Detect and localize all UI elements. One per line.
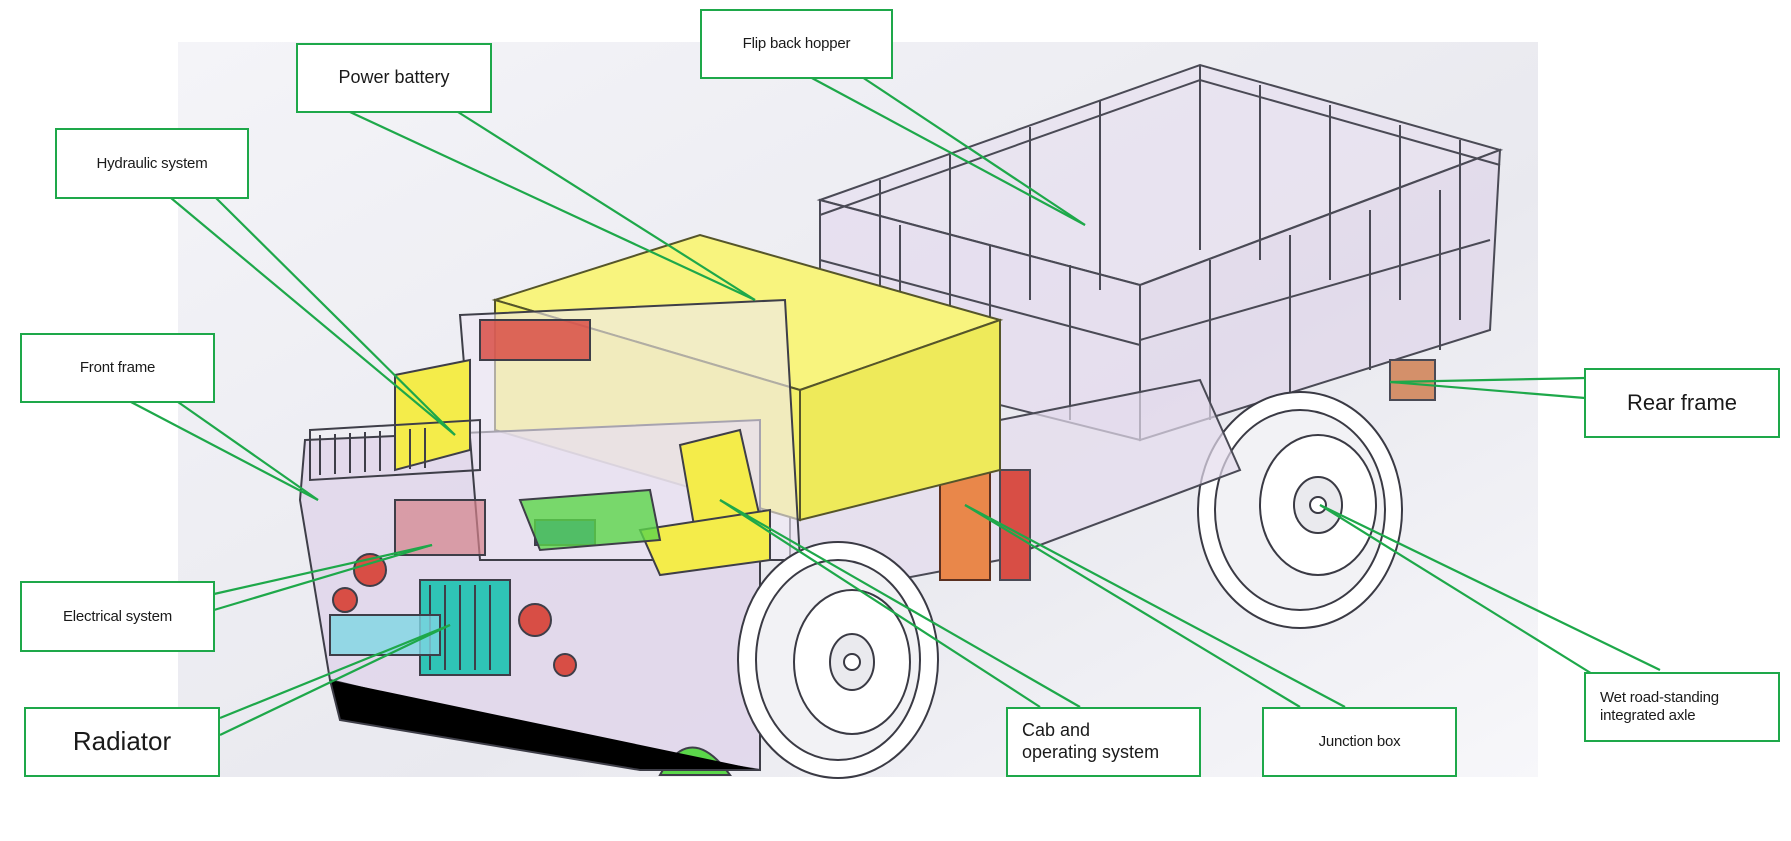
front-illustration (298, 298, 802, 776)
label-front-frame: Front frame (20, 333, 215, 403)
front-wheel (737, 541, 939, 779)
leader-lines (130, 76, 1661, 736)
label-power-battery: Power battery (296, 43, 492, 113)
rear-wheel (1197, 391, 1403, 629)
label-electrical-system: Electrical system (20, 581, 215, 652)
label-integrated-axle: Wet road-standing integrated axle (1584, 672, 1780, 742)
label-radiator: Radiator (24, 707, 220, 777)
label-junction-box: Junction box (1262, 707, 1457, 777)
label-cab-operating-system: Cab and operating system (1006, 707, 1201, 777)
label-rear-frame: Rear frame (1584, 368, 1780, 438)
label-flip-back-hopper: Flip back hopper (700, 9, 893, 79)
label-hydraulic-system: Hydraulic system (55, 128, 249, 199)
chassis-illustration (789, 359, 1436, 602)
